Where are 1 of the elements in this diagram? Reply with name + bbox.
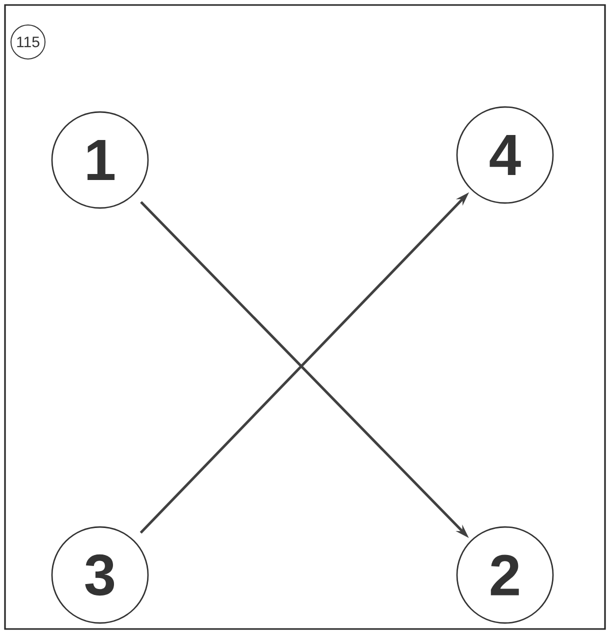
- puzzle-number: 115: [10, 24, 46, 60]
